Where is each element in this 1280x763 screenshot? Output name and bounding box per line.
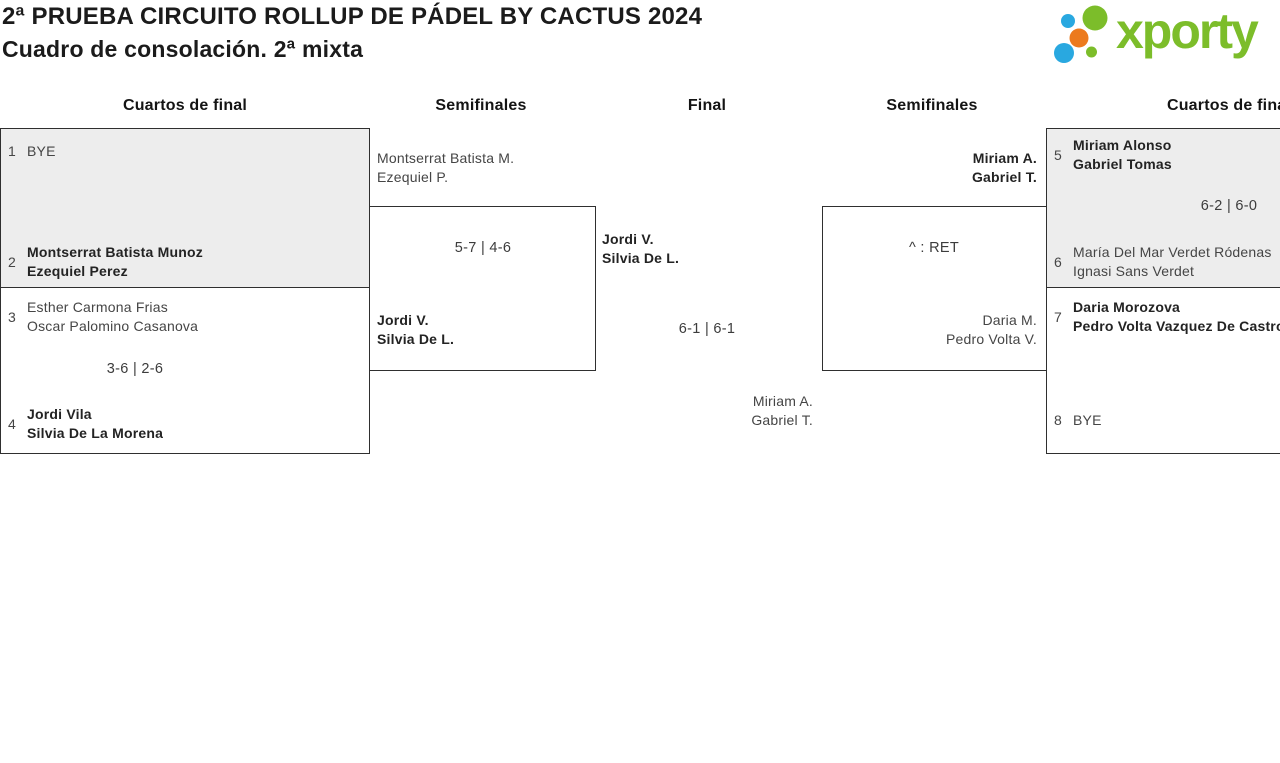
team-name: Montserrat Batista Munoz	[27, 244, 203, 260]
team-name: Miriam A.	[972, 150, 1037, 166]
team-row-seed1: 1 BYE	[8, 142, 56, 161]
team-name: Daria Morozova	[1073, 299, 1181, 315]
team-name: Silvia De L.	[377, 331, 455, 347]
sf-left-team-top: Montserrat Batista M. Ezequiel P.	[377, 149, 514, 187]
seed-number: 3	[8, 308, 16, 325]
match-box-sf-right	[822, 206, 1047, 371]
team-name: Gabriel Tomas	[1073, 156, 1172, 172]
match-score-qf3: 6-2 | 6-0	[1200, 198, 1258, 214]
match-score-sf-right: ^ : RET	[909, 240, 959, 256]
seed-number: 6	[1054, 253, 1062, 270]
team-name: Oscar Palomino Casanova	[27, 318, 199, 334]
team-name: Jordi Vila	[27, 406, 92, 422]
team-name: María Del Mar Verdet Ródenas	[1073, 244, 1272, 260]
round-header-qf-right: Cuartos de final	[1166, 97, 1280, 114]
final-team-bottom: Miriam A. Gabriel T.	[613, 392, 813, 430]
team-name: Jordi V.	[602, 231, 654, 247]
team-row-seed5: 5 Miriam Alonso Gabriel Tomas	[1054, 136, 1172, 174]
team-row-seed6: 6 María Del Mar Verdet Ródenas Ignasi Sa…	[1054, 243, 1272, 281]
page-title: 2ª PRUEBA CIRCUITO ROLLUP DE PÁDEL BY CA…	[2, 3, 703, 30]
team-name: Gabriel T.	[751, 412, 813, 428]
team-name: Ezequiel Perez	[27, 263, 128, 279]
logo-text: xporty	[1116, 3, 1259, 59]
team-row-seed8: 8 BYE	[1054, 411, 1102, 430]
match-box-qf4	[1046, 287, 1280, 454]
team-name: Pedro Volta V.	[945, 331, 1037, 347]
team-name: Daria M.	[982, 312, 1037, 328]
team-row-seed7: 7 Daria Morozova Pedro Volta Vazquez De …	[1054, 298, 1280, 336]
team-name: BYE	[1073, 412, 1102, 428]
sf-right-team-bottom: Daria M. Pedro Volta V.	[837, 311, 1037, 349]
round-header-sf-left: Semifinales	[435, 97, 527, 114]
team-name: Silvia De L.	[602, 250, 680, 266]
team-name: Silvia De La Morena	[27, 425, 164, 441]
team-name: Ignasi Sans Verdet	[1073, 263, 1195, 279]
round-header-final: Final	[687, 97, 727, 114]
match-score-sf-left: 5-7 | 4-6	[454, 240, 512, 256]
team-name: Montserrat Batista M.	[377, 150, 515, 166]
xporty-logo-icon: xporty	[1054, 3, 1261, 63]
team-name: Esther Carmona Frias	[27, 299, 168, 315]
seed-number: 8	[1054, 412, 1062, 428]
team-name: Jordi V.	[377, 312, 429, 328]
team-name: Miriam A.	[752, 393, 813, 409]
team-name: Miriam Alonso	[1073, 137, 1172, 153]
round-header-qf-left: Cuartos de final	[122, 97, 248, 114]
logo-dot-blue-big	[1054, 43, 1074, 63]
team-name: BYE	[27, 143, 56, 159]
match-box-sf-left	[369, 206, 596, 371]
logo-dot-blue-small	[1061, 14, 1075, 28]
team-row-seed3: 3 Esther Carmona Frias Oscar Palomino Ca…	[8, 298, 198, 336]
match-score-final: 6-1 | 6-1	[678, 321, 736, 337]
match-box-qf3	[1046, 128, 1280, 288]
logo-dot-green-small	[1086, 46, 1097, 58]
match-score-qf2: 3-6 | 2-6	[106, 361, 164, 377]
page-subtitle: Cuadro de consolación. 2ª mixta	[2, 36, 364, 62]
team-name: Ezequiel P.	[377, 169, 449, 185]
final-team-top: Jordi V. Silvia De L.	[602, 230, 679, 268]
seed-number: 5	[1054, 146, 1062, 163]
seed-number: 1	[8, 143, 16, 159]
seed-number: 7	[1054, 308, 1062, 325]
logo-dot-orange	[1069, 28, 1089, 48]
sf-left-team-bottom: Jordi V. Silvia De L.	[377, 311, 454, 349]
match-box-qf1	[0, 128, 370, 288]
logo-dot-green-big	[1082, 5, 1108, 31]
round-header-sf-right: Semifinales	[886, 97, 978, 114]
seed-number: 4	[8, 415, 16, 432]
sf-right-team-top: Miriam A. Gabriel T.	[837, 149, 1037, 187]
team-row-seed4: 4 Jordi Vila Silvia De La Morena	[8, 405, 163, 443]
team-name: Pedro Volta Vazquez De Castro	[1073, 318, 1280, 334]
team-name: Gabriel T.	[971, 169, 1037, 185]
team-row-seed2: 2 Montserrat Batista Munoz Ezequiel Pere…	[8, 243, 203, 281]
seed-number: 2	[8, 253, 16, 270]
